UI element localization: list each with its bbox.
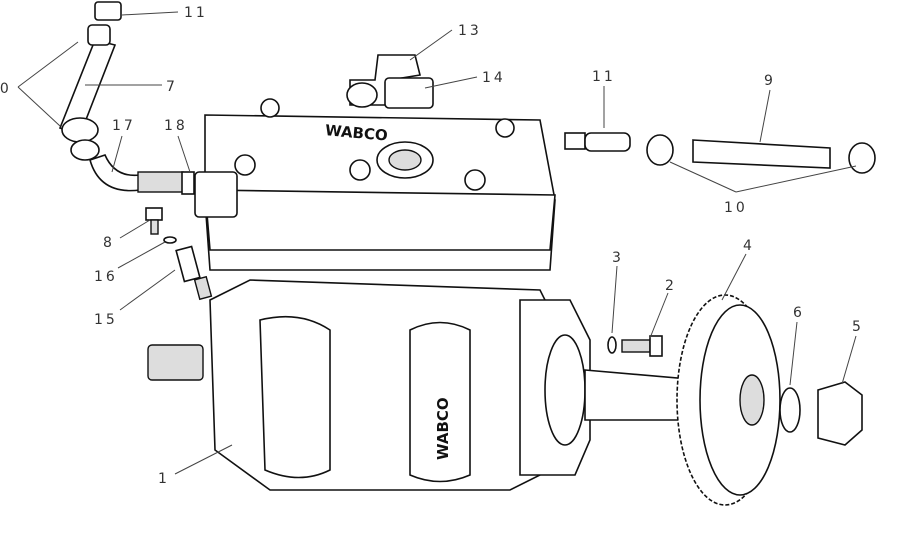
- pipe-part-17: [89, 154, 195, 195]
- washer-part-3: [607, 336, 617, 354]
- callout-1: 1: [158, 471, 170, 487]
- nut-part-5: [817, 381, 863, 446]
- hose-part-9: [692, 139, 831, 169]
- callout-17: 17: [112, 118, 136, 134]
- crankcase-part-1: WABCO: [147, 279, 591, 491]
- bolt-part-2: [621, 339, 651, 353]
- callout-6: 6: [793, 305, 805, 321]
- callout-4: 4: [743, 238, 755, 254]
- brand-logo-crankcase: WABCO: [434, 397, 452, 460]
- callout-10-left: 10: [0, 81, 12, 97]
- bolt-part-8: [145, 207, 163, 221]
- callout-16: 16: [94, 269, 118, 285]
- hose-part-7: [58, 1, 122, 161]
- cylinder-head: WABCO: [194, 98, 556, 271]
- callout-11-right: 11: [592, 69, 616, 85]
- callout-2: 2: [665, 278, 677, 294]
- fitting-part-11-top: [94, 1, 122, 21]
- brand-logo-head: WABCO: [324, 121, 388, 144]
- spacer-part-15: [175, 245, 201, 283]
- clamp-part-10b: [848, 142, 876, 174]
- fitting-part-14: [384, 77, 434, 109]
- callout-18: 18: [164, 118, 188, 134]
- leader-lines: [17, 11, 857, 475]
- callout-10-right: 10: [724, 200, 748, 216]
- callout-7: 7: [166, 79, 178, 95]
- nut-part-18: [181, 171, 195, 195]
- callout-8: 8: [103, 235, 115, 251]
- callout-9: 9: [764, 73, 776, 89]
- callout-5: 5: [852, 319, 864, 335]
- callout-14: 14: [482, 70, 506, 86]
- callout-3: 3: [612, 250, 624, 266]
- clamp-part-10a: [646, 134, 674, 166]
- callout-15: 15: [94, 312, 118, 328]
- washer-part-16: [163, 236, 177, 244]
- washer-part-6: [779, 387, 801, 433]
- fitting-part-11-right: [564, 132, 586, 150]
- callout-13: 13: [458, 23, 482, 39]
- callout-11-top: 11: [184, 5, 208, 21]
